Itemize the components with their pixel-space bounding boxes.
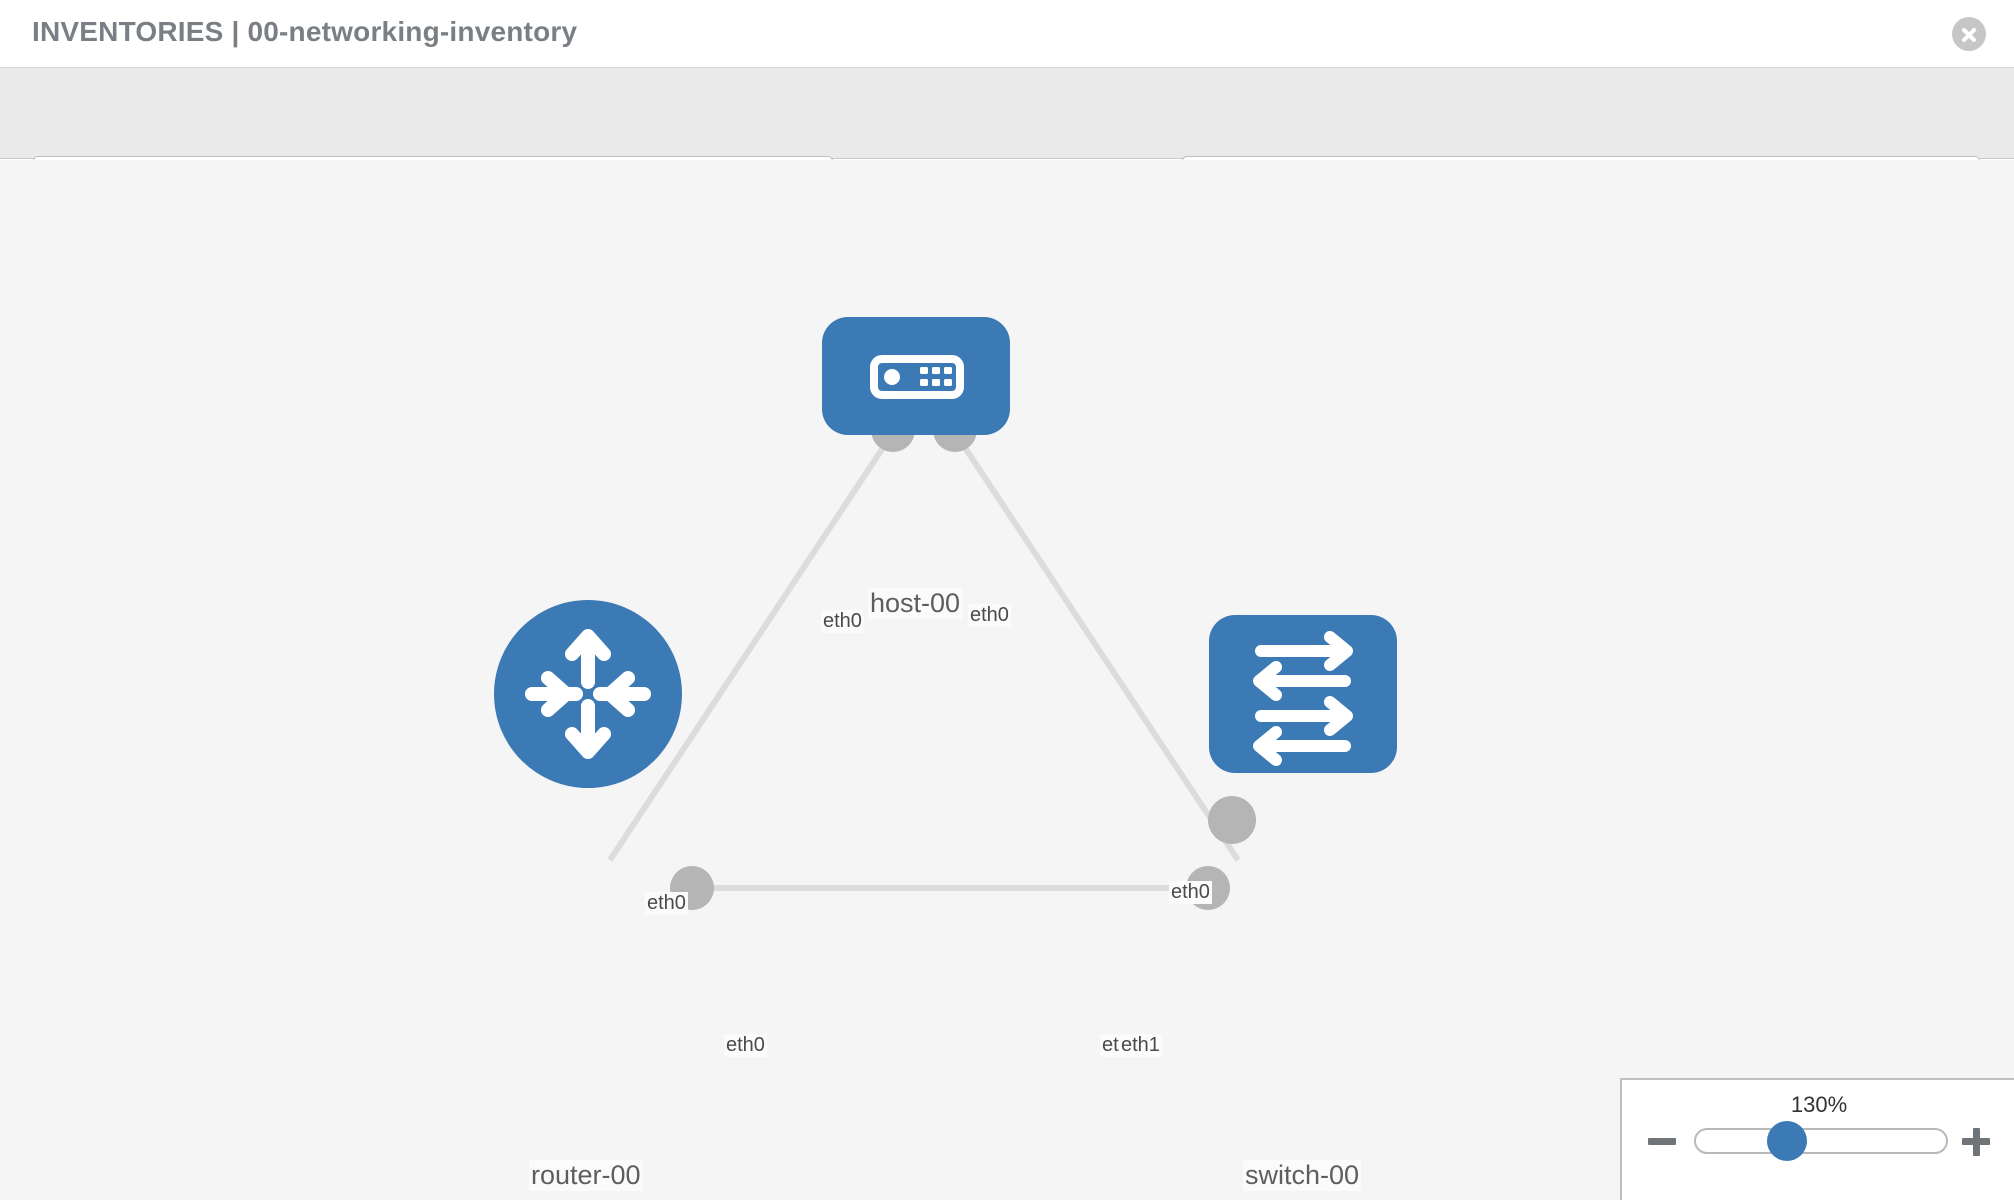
iface-label-host-eth0-left: eth0 [821,610,864,633]
node-label-router-00: router-00 [529,1160,643,1191]
link-host-router [607,420,903,862]
node-router-00[interactable] [494,600,682,788]
node-host-00[interactable] [822,317,1010,435]
page-title: INVENTORIES | 00-networking-inventory [32,16,578,47]
link-line [607,420,903,862]
zoom-slider-track[interactable] [1694,1128,1948,1154]
iface-label-switch-eth1-overlap: etl [1100,1034,1126,1057]
port-switch-eth0-top[interactable] [1208,796,1256,844]
iface-label-switch-eth1: eth1 [1119,1034,1162,1057]
close-icon[interactable] [1952,17,1986,51]
zoom-level-label: 130% [1790,1092,1848,1117]
minus-icon[interactable] [1644,1124,1680,1160]
iface-label-host-eth0-right: eth0 [968,604,1011,627]
link-host-switch [945,420,1241,862]
iface-label-switch-eth0-up: eth0 [1169,881,1212,904]
zoom-control-panel: 130% [1620,1078,2014,1200]
page-header: INVENTORIES | 00-networking-inventory [0,0,2014,68]
iface-label-router-eth0-up: eth0 [645,892,688,915]
toolbar: ACTIONS SEARCH [0,68,2014,207]
topology-canvas[interactable]: host-00 router-00 switch-00 eth0 eth0 et… [0,160,2014,1200]
zoom-slider-thumb[interactable] [1767,1121,1807,1161]
node-switch-00[interactable] [1209,615,1397,773]
node-label-host-00: host-00 [868,588,963,619]
iface-label-router-eth0-right: eth0 [724,1034,767,1057]
plus-icon[interactable] [1958,1124,1994,1160]
link-line [945,420,1241,862]
node-label-switch-00: switch-00 [1243,1160,1362,1191]
topology-graph [494,317,1397,910]
